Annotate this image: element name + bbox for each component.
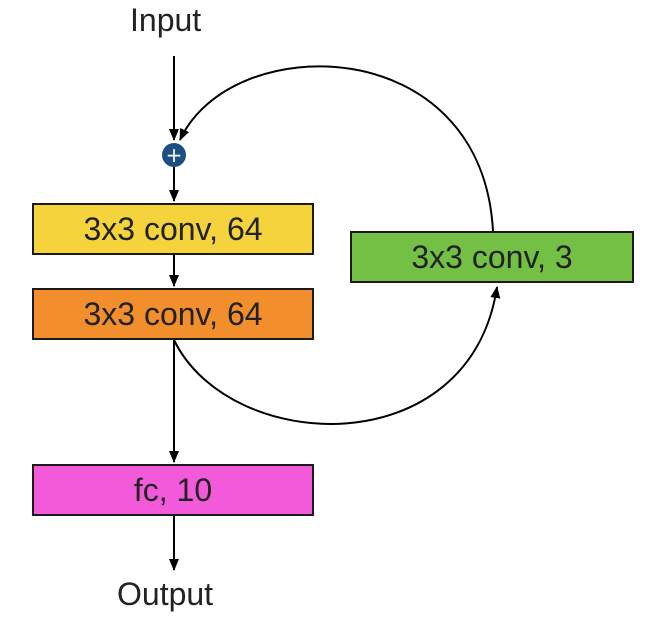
conv-block-3: 3x3 conv, 3 <box>350 231 634 283</box>
arrow-conv2-to-conv3 <box>173 286 501 425</box>
output-label: Output <box>117 576 214 612</box>
conv-block-2: 3x3 conv, 64 <box>32 288 314 340</box>
conv-block-1: 3x3 conv, 64 <box>32 203 314 255</box>
plus-icon: + <box>166 143 183 167</box>
fc-block: fc, 10 <box>32 464 314 516</box>
arrow-conv3-to-sum <box>179 65 494 232</box>
input-label: Input <box>130 2 202 38</box>
sum-node: + <box>162 143 186 167</box>
